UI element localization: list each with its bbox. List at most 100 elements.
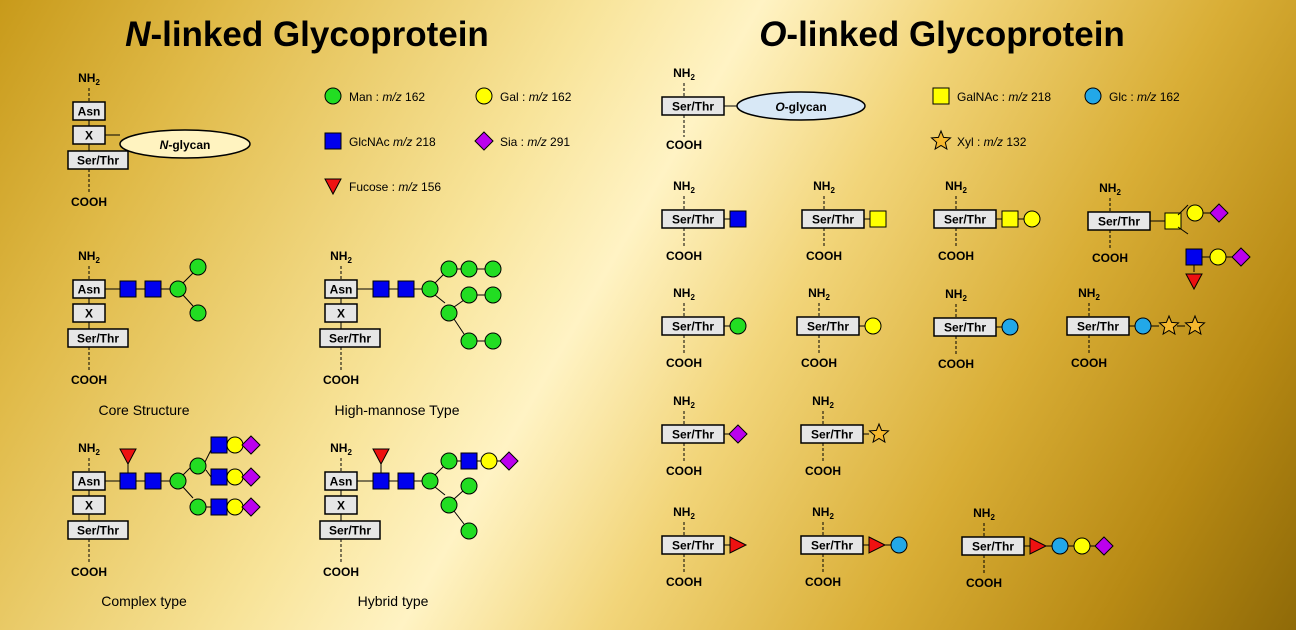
glycosidic-bond — [182, 294, 194, 307]
cooh-label: COOH — [71, 373, 107, 387]
glcnac-symbol — [210, 468, 228, 486]
sia-symbol — [728, 424, 748, 444]
serthr-box-label: Ser/Thr — [329, 332, 371, 346]
caption-hybrid: Hybrid type — [358, 593, 429, 609]
glc-symbol — [890, 536, 908, 554]
cooh-label: COOH — [666, 138, 702, 152]
cooh-label: COOH — [1071, 356, 1107, 370]
cooh-label: COOH — [71, 565, 107, 579]
glcnac-symbol — [144, 280, 162, 298]
nh2-label: NH2 — [673, 286, 695, 302]
asn-box-label: Asn — [78, 475, 101, 489]
nh2-label: NH2 — [78, 249, 100, 265]
legend-label: Xyl : m/z 132 — [957, 135, 1027, 149]
glc-symbol — [1134, 317, 1152, 335]
gal-symbol — [480, 452, 498, 470]
cooh-label: COOH — [323, 373, 359, 387]
nh2-label: NH2 — [330, 441, 352, 457]
o-linked-title: O-linked Glycoprotein — [759, 15, 1125, 54]
nh2-label: NH2 — [1078, 286, 1100, 302]
nh2-label: NH2 — [673, 66, 695, 82]
legend-symbol — [475, 87, 493, 105]
glycosidic-bond — [434, 294, 446, 304]
man-symbol — [460, 477, 478, 495]
glcnac-symbol — [372, 280, 390, 298]
glcnac-symbol — [119, 280, 137, 298]
man-symbol — [440, 452, 458, 470]
glcnac-symbol — [210, 436, 228, 454]
glycosidic-bond — [182, 486, 194, 499]
nh2-label: NH2 — [673, 179, 695, 195]
gal-symbol — [1073, 537, 1091, 555]
glcnac-symbol — [119, 472, 137, 490]
glycosidic-bond — [453, 489, 465, 500]
nh2-label: NH2 — [78, 71, 100, 87]
glycosidic-bond — [182, 272, 194, 284]
serthr-box — [319, 328, 381, 348]
man-symbol — [421, 280, 439, 298]
man-symbol — [189, 457, 207, 475]
sia-symbol — [241, 435, 261, 455]
man-symbol — [189, 304, 207, 322]
cooh-label: COOH — [938, 357, 974, 371]
serthr-box-label: Ser/Thr — [812, 213, 854, 227]
man-symbol — [421, 472, 439, 490]
xyl-symbol — [868, 422, 890, 444]
cooh-label: COOH — [666, 249, 702, 263]
gal-symbol — [226, 468, 244, 486]
galnac-symbol — [869, 210, 887, 228]
man-symbol — [484, 286, 502, 304]
glcnac-symbol — [397, 472, 415, 490]
serthr-box — [319, 520, 381, 540]
legend-symbol — [324, 87, 342, 105]
legend-label: Glc : m/z 162 — [1109, 90, 1180, 104]
nh2-label: NH2 — [812, 505, 834, 521]
fuc-symbol — [372, 448, 390, 466]
glcnac-symbol — [397, 280, 415, 298]
serthr-box-label: Ser/Thr — [944, 321, 986, 335]
n-glycan-label: N-glycan — [160, 138, 211, 152]
caption-complex: Complex type — [101, 593, 187, 609]
gal-symbol — [226, 436, 244, 454]
serthr-box-label: Ser/Thr — [807, 320, 849, 334]
sia-symbol — [241, 467, 261, 487]
glc-symbol — [1051, 537, 1069, 555]
man-symbol — [729, 317, 747, 335]
man-symbol — [484, 332, 502, 350]
o-glycan-ellipse — [736, 91, 866, 121]
glcnac-symbol — [372, 472, 390, 490]
serthr-box-label: Ser/Thr — [77, 524, 119, 538]
cooh-label: COOH — [966, 576, 1002, 590]
man-symbol — [460, 522, 478, 540]
fuc-symbol — [868, 536, 887, 554]
serthr-box-label: Ser/Thr — [811, 539, 853, 553]
glycosidic-bond — [1177, 204, 1189, 216]
gal-symbol — [1209, 248, 1227, 266]
nh2-label: NH2 — [812, 394, 834, 410]
cooh-label: COOH — [666, 464, 702, 478]
x-box-label: X — [85, 499, 93, 513]
man-symbol — [484, 260, 502, 278]
sia-symbol — [1094, 536, 1114, 556]
nh2-label: NH2 — [813, 179, 835, 195]
man-symbol — [169, 280, 187, 298]
glcnac-symbol — [460, 452, 478, 470]
serthr-box-label: Ser/Thr — [811, 428, 853, 442]
man-symbol — [460, 332, 478, 350]
fuc-symbol — [729, 536, 748, 554]
serthr-box-label: Ser/Thr — [672, 100, 714, 114]
serthr-box-label: Ser/Thr — [672, 320, 714, 334]
x-box-label: X — [337, 307, 345, 321]
legend-symbol — [474, 131, 494, 151]
gal-symbol — [1186, 204, 1204, 222]
serthr-box-label: Ser/Thr — [1077, 320, 1119, 334]
nh2-label: NH2 — [78, 441, 100, 457]
legend-symbol — [930, 129, 952, 151]
o-glycan-label: O-glycan — [775, 100, 826, 114]
n-glycan-ellipse — [119, 129, 251, 159]
legend-label: Sia : m/z 291 — [500, 135, 570, 149]
serthr-box-label: Ser/Thr — [77, 154, 119, 168]
legend-label: Man : m/z 162 — [349, 90, 425, 104]
